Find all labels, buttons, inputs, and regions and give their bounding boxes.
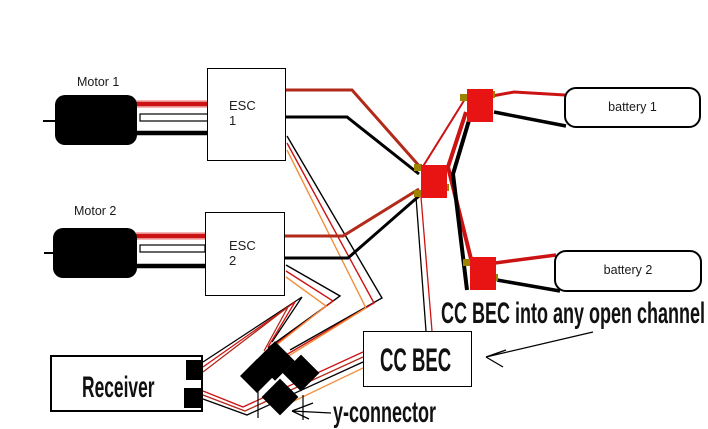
y-connector-diamonds	[240, 341, 320, 416]
esc1-label-line2: 1	[229, 112, 237, 128]
battery2-box: battery 2	[554, 250, 702, 292]
main-battery-connector	[414, 164, 449, 198]
esc2-box: ESC 2	[205, 212, 285, 296]
receiver-label: Receiver	[82, 371, 155, 404]
battery1-label: battery 1	[608, 100, 657, 114]
battery2-label: battery 2	[603, 263, 653, 277]
motor2-leads	[44, 232, 206, 269]
esc2-servo-wire-bundle	[259, 264, 342, 359]
receiver-box: Receiver	[50, 355, 203, 412]
y-connector-arrow	[291, 402, 332, 420]
esc2-label-line2: 2	[229, 252, 237, 268]
receiver-lower-channel-wires	[202, 351, 364, 420]
esc1-servo-wire-bundle	[281, 135, 383, 361]
battery2-connector	[463, 257, 498, 290]
y-connector-text: y-connector	[333, 396, 437, 429]
battery-harness-wires	[421, 90, 567, 293]
esc2-power-leads	[285, 187, 420, 260]
motor1-label: Motor 1	[77, 75, 120, 89]
bec-note-arrow	[485, 331, 594, 368]
esc1-label-line1: ESC	[229, 98, 256, 113]
motor1-body	[55, 95, 137, 145]
esc1-box: ESC 1	[207, 68, 286, 161]
battery1-box: battery 1	[564, 87, 701, 128]
esc2-label-line1: ESC	[229, 238, 256, 253]
ccbec-label: CC BEC	[380, 342, 452, 378]
esc1-power-leads	[286, 88, 423, 176]
receiver-channel-port-lower	[184, 388, 203, 408]
motor2-label: Motor 2	[74, 204, 117, 218]
motor1-leads	[43, 100, 209, 136]
bec-note-text: CC BEC into any open channel	[441, 297, 706, 330]
ccbec-box: CC BEC	[363, 331, 472, 387]
receiver-channel-port-upper	[186, 360, 203, 380]
battery1-connector	[460, 89, 495, 122]
receiver-upper-channel-wires	[202, 296, 303, 373]
bec-power-tap-wires	[415, 196, 433, 332]
motor2-body	[53, 228, 137, 278]
